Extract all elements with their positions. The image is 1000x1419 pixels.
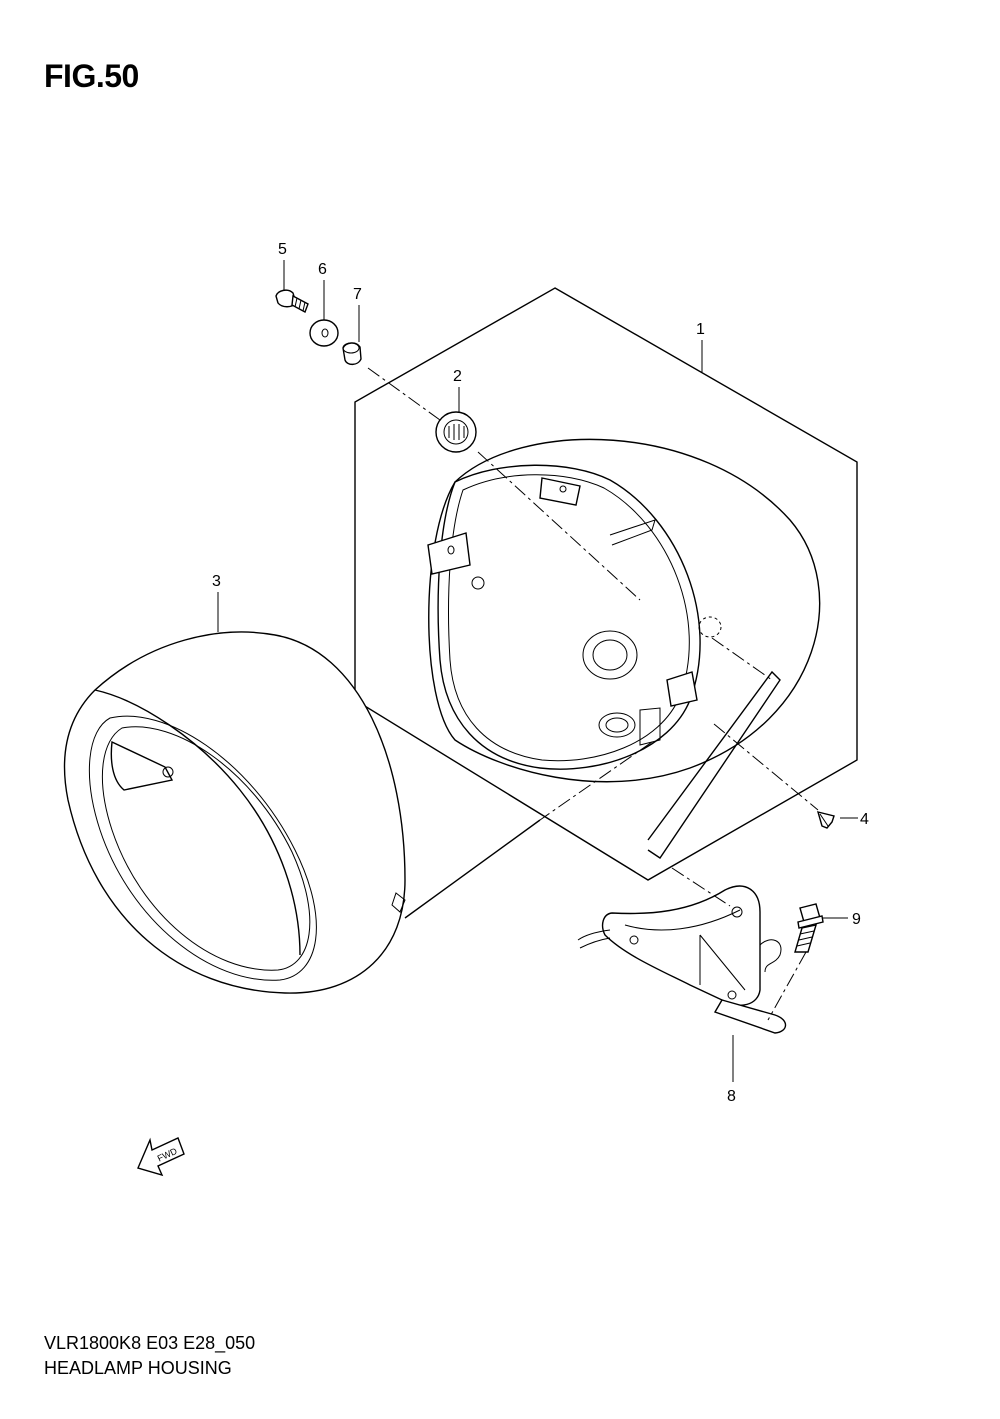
part-1-group-outline	[354, 287, 858, 881]
callout-5: 5	[278, 241, 287, 258]
leader-lines	[217, 260, 858, 1082]
flange-bolt-part-9[interactable]	[794, 903, 824, 953]
callout-4: 4	[860, 811, 869, 828]
bracket-part-8[interactable]	[577, 885, 787, 1034]
fwd-arrow-icon: FWD	[137, 1137, 185, 1177]
callout-3: 3	[212, 573, 221, 590]
screw-part-4[interactable]	[816, 811, 835, 829]
collar-part-7[interactable]	[342, 342, 362, 366]
alignment-lines	[367, 367, 819, 1021]
bolt-part-5[interactable]	[275, 289, 309, 313]
callout-8: 8	[727, 1088, 736, 1105]
callout-2: 2	[453, 368, 462, 385]
grommet-part-2[interactable]	[435, 411, 477, 453]
figure-title: FIG.50	[44, 58, 139, 94]
headlamp-rim-part-3[interactable]	[63, 631, 406, 994]
callout-6: 6	[318, 261, 327, 278]
headlamp-housing-part-1[interactable]	[427, 438, 821, 783]
callout-7: 7	[353, 286, 362, 303]
group-outline-extension	[404, 670, 781, 919]
section-name: HEADLAMP HOUSING	[44, 1358, 232, 1378]
callout-1: 1	[696, 321, 705, 338]
model-code: VLR1800K8 E03 E28_050	[44, 1333, 256, 1353]
callout-9: 9	[852, 911, 861, 928]
washer-part-6[interactable]	[309, 319, 339, 347]
